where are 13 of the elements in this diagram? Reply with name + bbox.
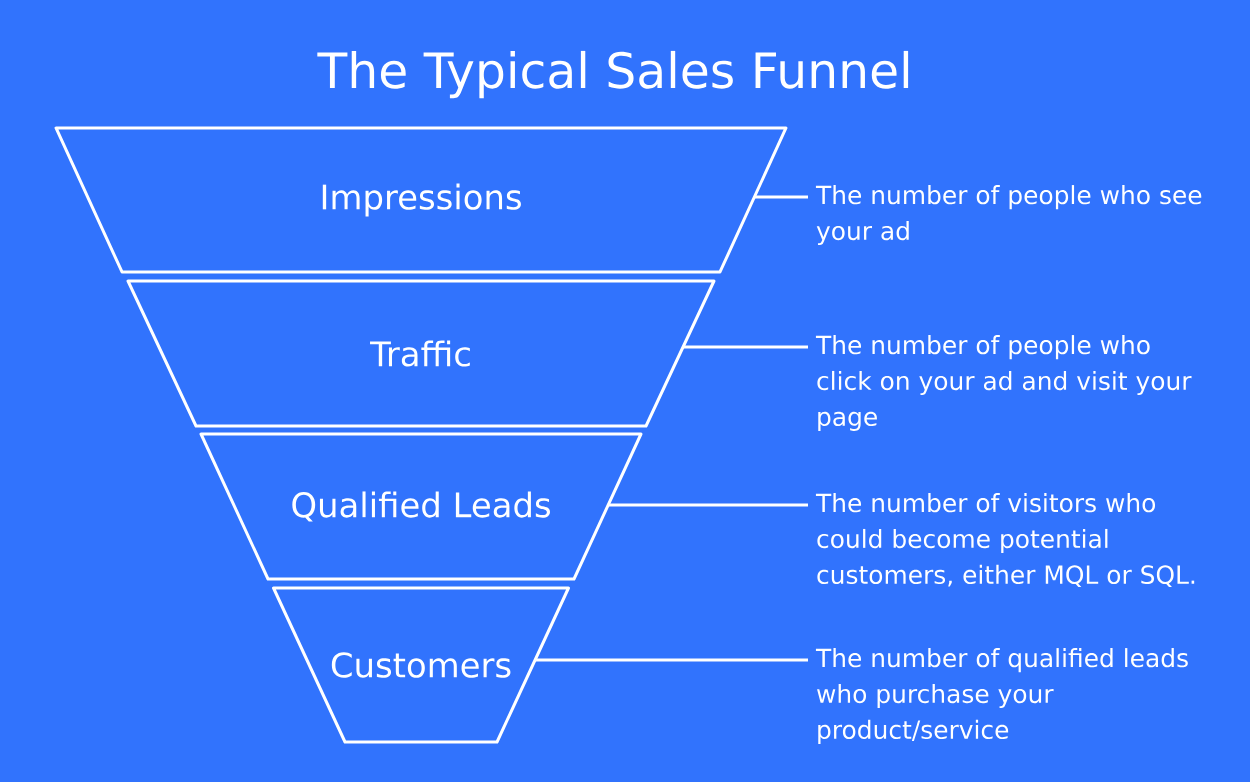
leader-line	[535, 658, 808, 662]
funnel-segment: Customers	[272, 586, 570, 744]
description-text: The number of qualified leads who purchase your product/service	[815, 648, 1188, 744]
description-text: The number of people who click on your ad and visit your page	[815, 335, 1192, 431]
leader-line	[683, 345, 808, 349]
title: The Typical Sales Funnel	[317, 50, 909, 99]
funnel-segment: Traffic	[126, 279, 716, 428]
description-text: The number of visitors who could become potential customers, either MQL or SQL.	[815, 493, 1195, 587]
leader-line	[608, 503, 808, 507]
funnel-segment: Qualified Leads	[199, 432, 643, 581]
description-text: The number of people who see your ad	[815, 185, 1202, 246]
funnel-segment: Impressions	[54, 126, 788, 274]
leader-line	[754, 195, 808, 199]
